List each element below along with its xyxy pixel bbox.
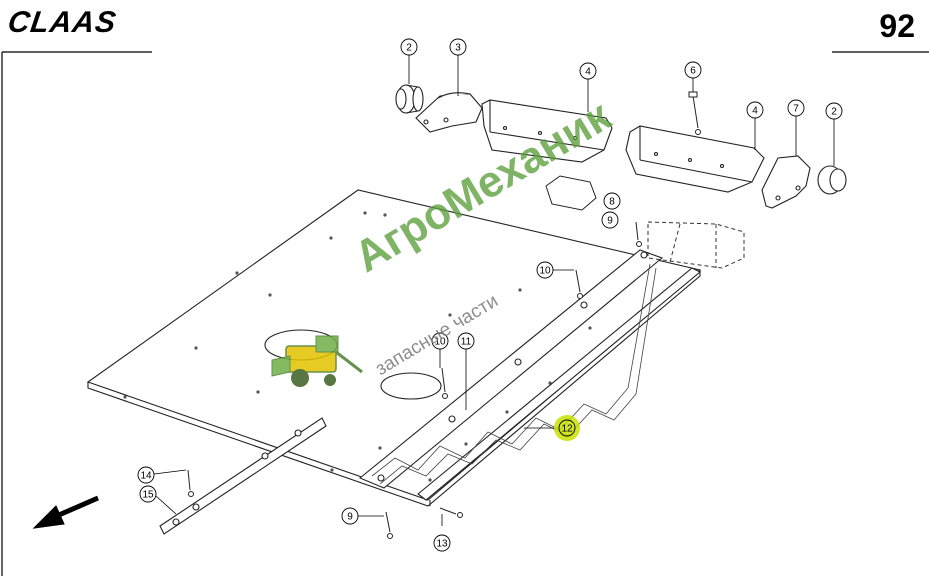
callout-12: 12 (558, 419, 576, 437)
wear-strip-part-11 (358, 249, 664, 489)
clamp-part-8 (545, 175, 597, 211)
page-frame (1, 51, 929, 576)
callout-13: 13 (433, 534, 451, 552)
svg-text:15: 15 (142, 490, 154, 501)
callout-2-left: 2 (400, 38, 418, 56)
square-tube-dashed (647, 221, 745, 269)
svg-text:10: 10 (434, 337, 446, 348)
page-number: 92 (879, 8, 915, 44)
bracket-part-7 (761, 155, 811, 209)
callout-8: 8 (603, 192, 621, 210)
svg-text:9: 9 (347, 512, 353, 523)
callout-3: 3 (449, 38, 467, 56)
cover-part-4-right (625, 125, 765, 193)
svg-text:14: 14 (140, 471, 152, 482)
svg-text:2: 2 (406, 43, 412, 54)
callout-9-top: 9 (601, 211, 619, 229)
callout-14: 14 (137, 466, 155, 484)
bolt-part-6 (688, 91, 701, 135)
svg-text:3: 3 (455, 43, 461, 54)
callout-6: 6 (684, 61, 702, 79)
callout-10-mid: 10 (431, 332, 449, 350)
bracket-part-3 (415, 92, 483, 133)
svg-text:12: 12 (561, 424, 573, 435)
callout-15: 15 (139, 485, 157, 503)
arrow-down-left-icon (32, 495, 99, 529)
callout-7: 7 (787, 99, 805, 117)
svg-text:9: 9 (607, 216, 613, 227)
svg-text:6: 6 (690, 66, 696, 77)
svg-text:10: 10 (539, 266, 551, 277)
svg-text:4: 4 (752, 106, 758, 117)
svg-text:2: 2 (831, 107, 837, 118)
bearing-part-2-left (395, 84, 424, 114)
callout-4-right: 4 (746, 101, 764, 119)
svg-text:4: 4 (585, 67, 591, 78)
combine-harvester-icon (271, 335, 363, 387)
bearing-part-2-right (817, 165, 847, 195)
callout-9-bottom: 9 (341, 507, 359, 525)
support-strip-part-15 (159, 417, 327, 535)
callouts: 2 3 4 6 4 7 2 8 9 10 10 11 12 14 15 9 13 (137, 38, 843, 552)
floor-rail-part-12 (417, 267, 701, 501)
svg-text:13: 13 (436, 539, 448, 550)
leader-lines (153, 55, 835, 526)
svg-text:7: 7 (793, 104, 799, 115)
svg-text:11: 11 (461, 337, 472, 348)
callout-11: 11 (457, 332, 475, 350)
callout-10-top: 10 (536, 261, 554, 279)
svg-text:8: 8 (609, 197, 615, 208)
callout-4-left: 4 (579, 62, 597, 80)
cover-part-4-left (481, 99, 613, 163)
callout-highlight (554, 415, 580, 441)
callout-2-right: 2 (825, 102, 843, 120)
bolts (187, 221, 642, 539)
